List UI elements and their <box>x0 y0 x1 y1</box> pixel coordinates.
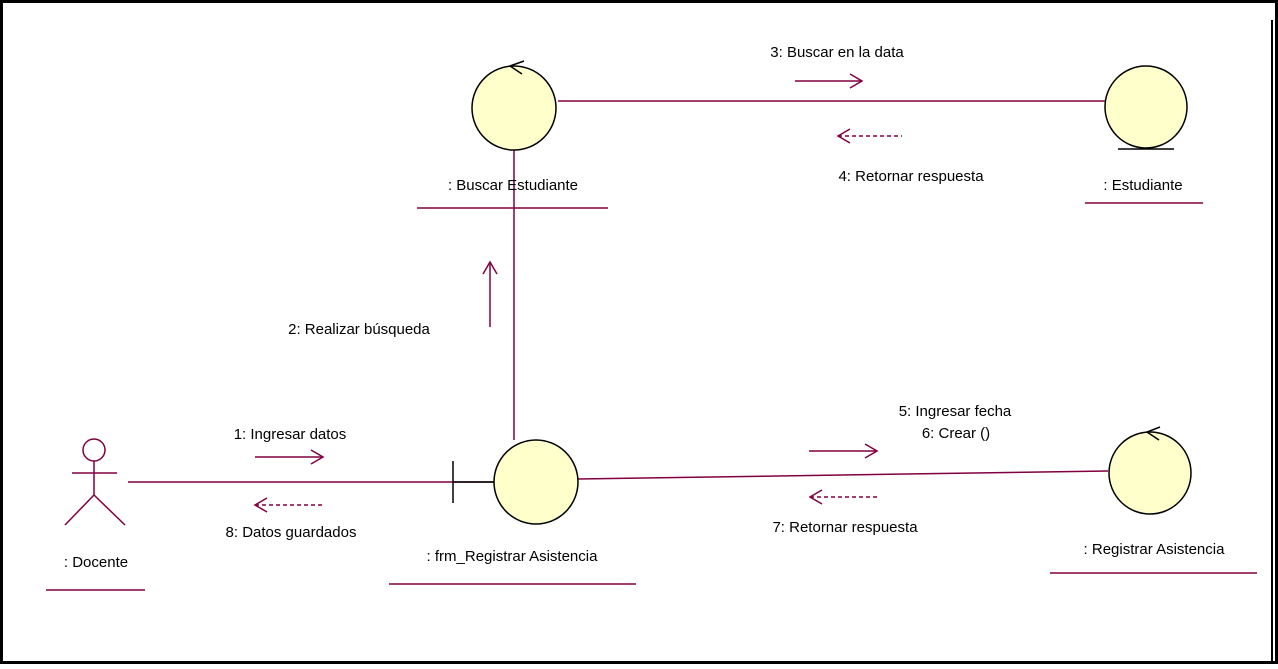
actor-docente-icon[interactable] <box>64 438 126 526</box>
message-arrows <box>253 73 902 513</box>
label-docente: : Docente <box>64 554 128 571</box>
arrow-m5-m6 <box>809 443 879 459</box>
label-frm-registrar: : frm_Registrar Asistencia <box>427 548 599 565</box>
object-labels: : Docente : Buscar Estudiante : Estudian… <box>46 177 1257 591</box>
arrow-m8-return <box>253 497 322 513</box>
message-5-label: 5: Ingresar fecha <box>899 403 1012 420</box>
arrow-m7-return <box>808 489 878 505</box>
message-2-label: 2: Realizar búsqueda <box>288 321 430 338</box>
message-4-label: 4: Retornar respuesta <box>838 168 984 185</box>
link-frm-registrar <box>577 470 1109 480</box>
label-buscar-estudiante: : Buscar Estudiante <box>448 177 578 194</box>
message-3-label: 3: Buscar en la data <box>770 44 904 61</box>
arrow-m1 <box>255 449 325 465</box>
arrow-m4-return <box>836 128 902 144</box>
label-registrar-asistencia: : Registrar Asistencia <box>1084 541 1226 558</box>
boundary-object-frm-registrar[interactable] <box>452 439 579 525</box>
message-labels: 3: Buscar en la data 4: Retornar respues… <box>226 44 1012 541</box>
links <box>128 100 1109 483</box>
message-6-label: 6: Crear () <box>922 425 990 442</box>
control-object-buscar-estudiante[interactable] <box>471 60 557 151</box>
message-8-label: 8: Datos guardados <box>226 524 357 541</box>
label-estudiante: : Estudiante <box>1103 177 1182 194</box>
message-1-label: 1: Ingresar datos <box>234 426 347 443</box>
control-object-registrar-asistencia[interactable] <box>1108 426 1192 515</box>
entity-object-estudiante[interactable] <box>1104 65 1188 150</box>
arrow-m2 <box>482 260 498 327</box>
arrow-m3 <box>795 73 864 89</box>
message-7-label: 7: Retornar respuesta <box>772 519 918 536</box>
